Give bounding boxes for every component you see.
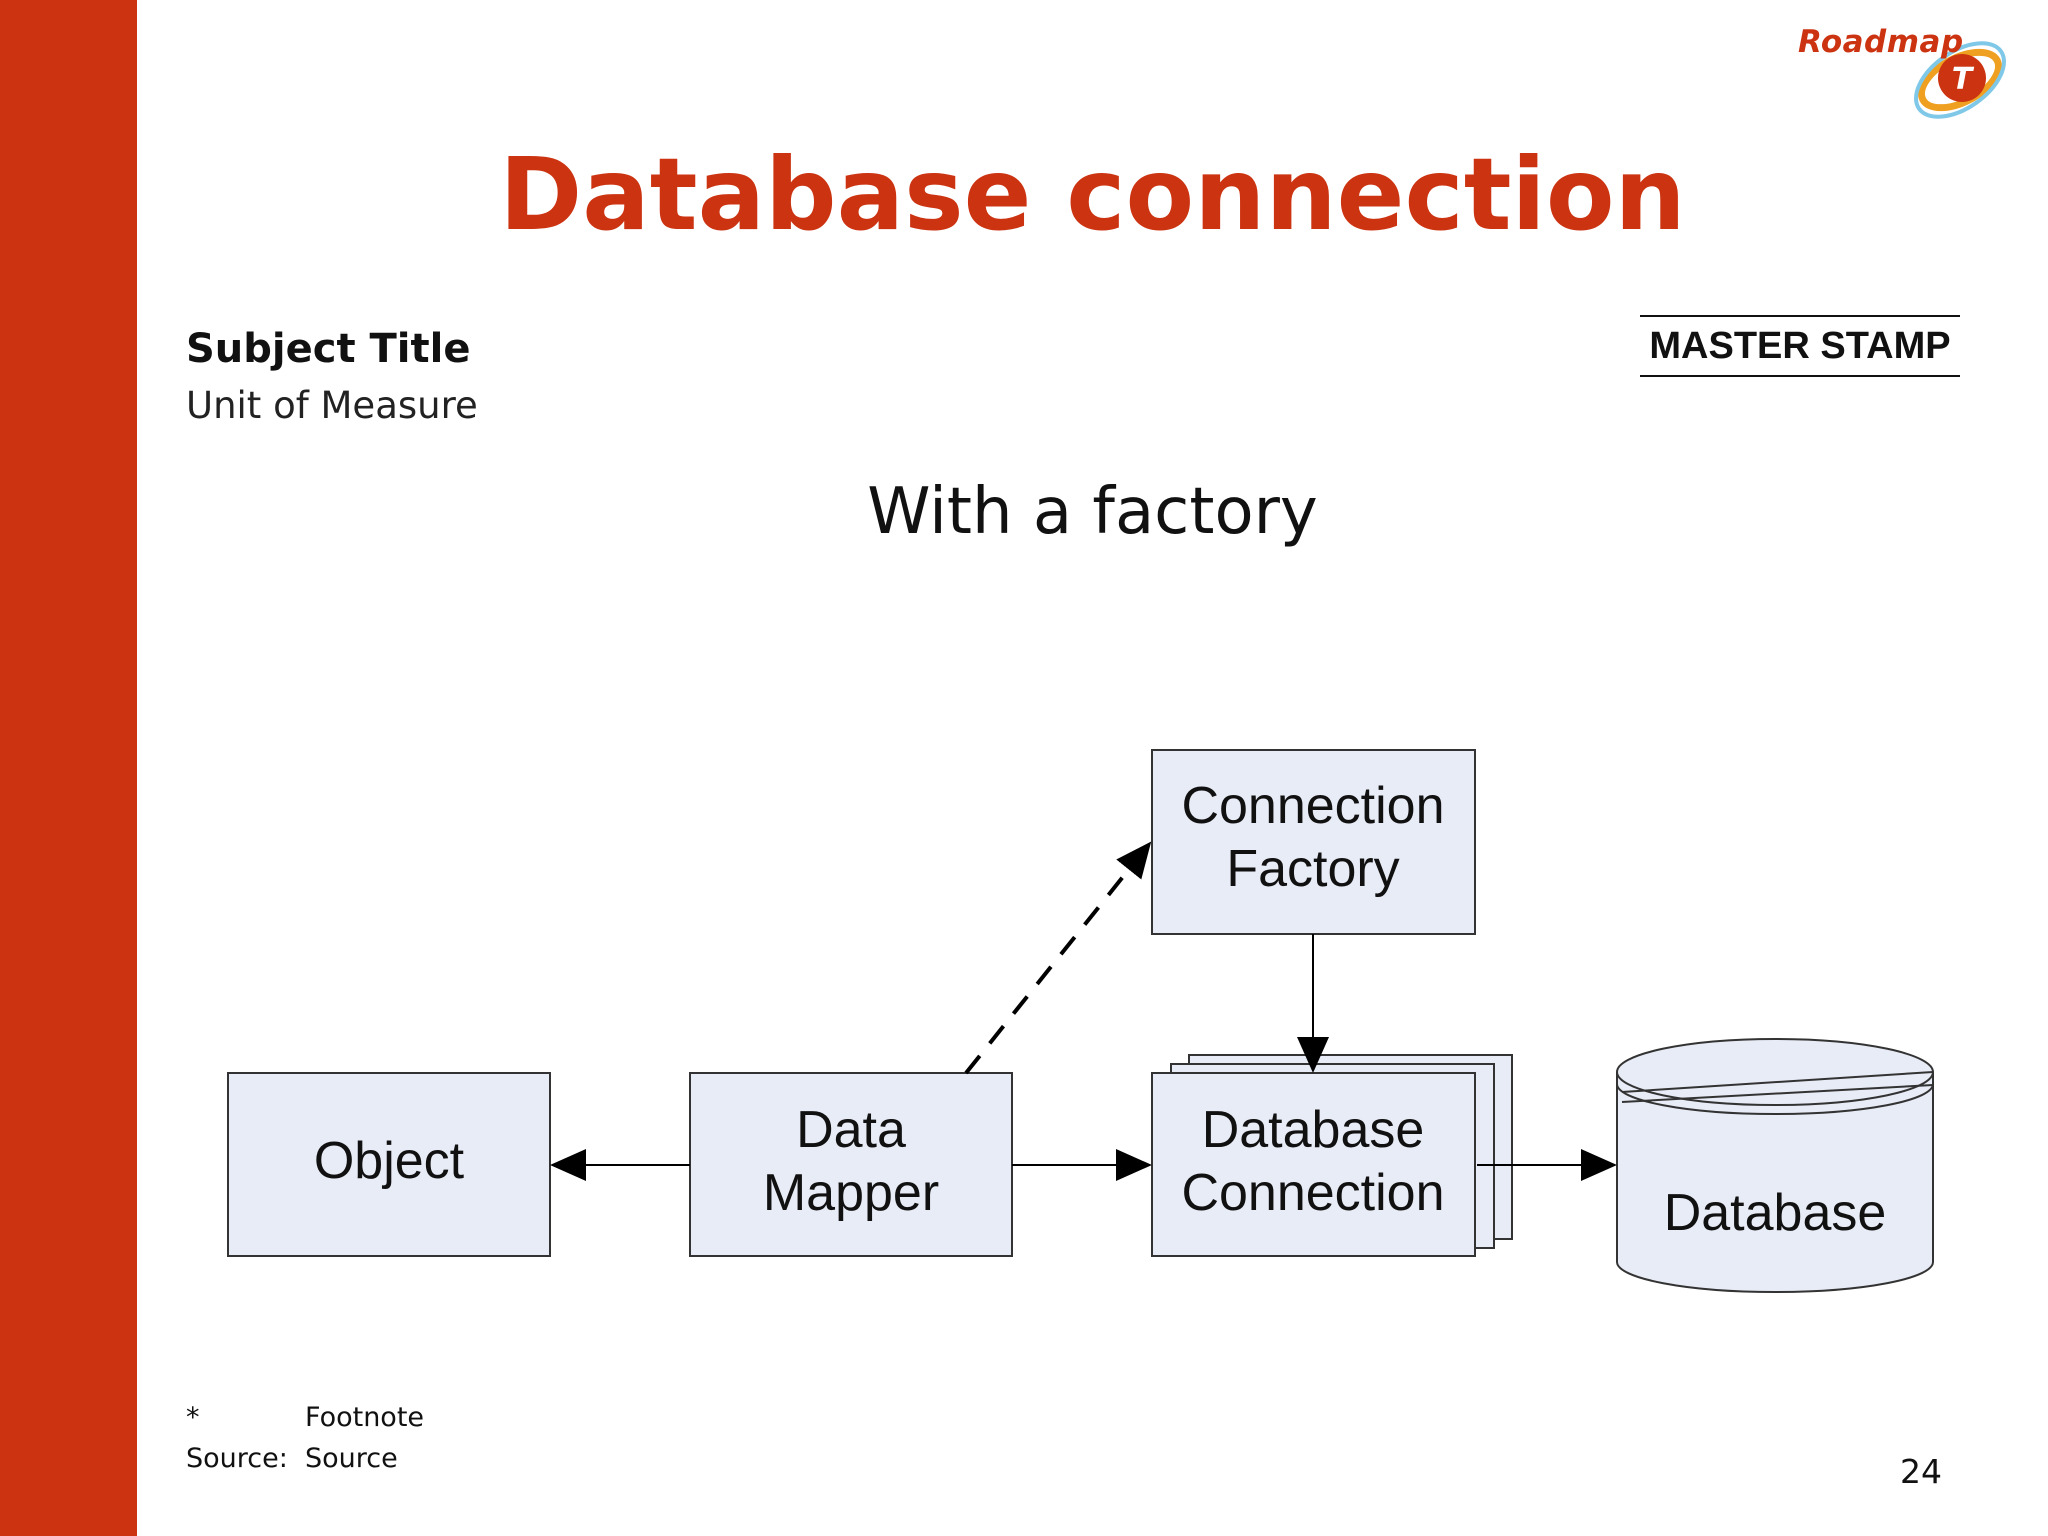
roadmap-logo: T Roadmap [1790, 18, 2020, 133]
side-accent-bar [0, 0, 137, 1536]
page-number: 24 [1900, 1452, 1942, 1491]
source-text: Source [305, 1443, 398, 1474]
unit-of-measure: Unit of Measure [186, 384, 478, 427]
logo-letter: T [1952, 62, 1975, 97]
master-stamp: MASTER STAMP [1640, 315, 1960, 377]
slide-subtitle: With a factory [867, 475, 1318, 549]
roadmap-logo-icon: T [1914, 41, 2006, 119]
data-mapper-label-line1: Data [796, 1101, 906, 1159]
mapper-to-factory-dashed-arrow [964, 841, 1152, 1075]
object-label: Object [314, 1132, 465, 1190]
dbconn-label-line2: Connection [1181, 1164, 1444, 1222]
footnote-text: Footnote [305, 1402, 425, 1433]
database-connection-node: Database Connection [1151, 1054, 1513, 1257]
database-node: Database [1616, 1038, 1934, 1293]
factory-label-line2: Factory [1226, 840, 1399, 898]
subject-title: Subject Title [186, 326, 471, 372]
source-label: Source: [186, 1443, 288, 1474]
dbconn-label-line1: Database [1202, 1101, 1425, 1159]
data-mapper-node: Data Mapper [689, 1072, 1013, 1257]
data-mapper-label-line2: Mapper [763, 1164, 939, 1222]
database-label: Database [1664, 1184, 1887, 1242]
footnote-mark: * [186, 1402, 200, 1433]
slide-title: Database connection [499, 136, 1686, 253]
object-node: Object [227, 1072, 551, 1257]
connection-factory-node: Connection Factory [1151, 749, 1476, 935]
factory-label-line1: Connection [1181, 777, 1444, 835]
logo-text: Roadmap [1798, 24, 1964, 60]
